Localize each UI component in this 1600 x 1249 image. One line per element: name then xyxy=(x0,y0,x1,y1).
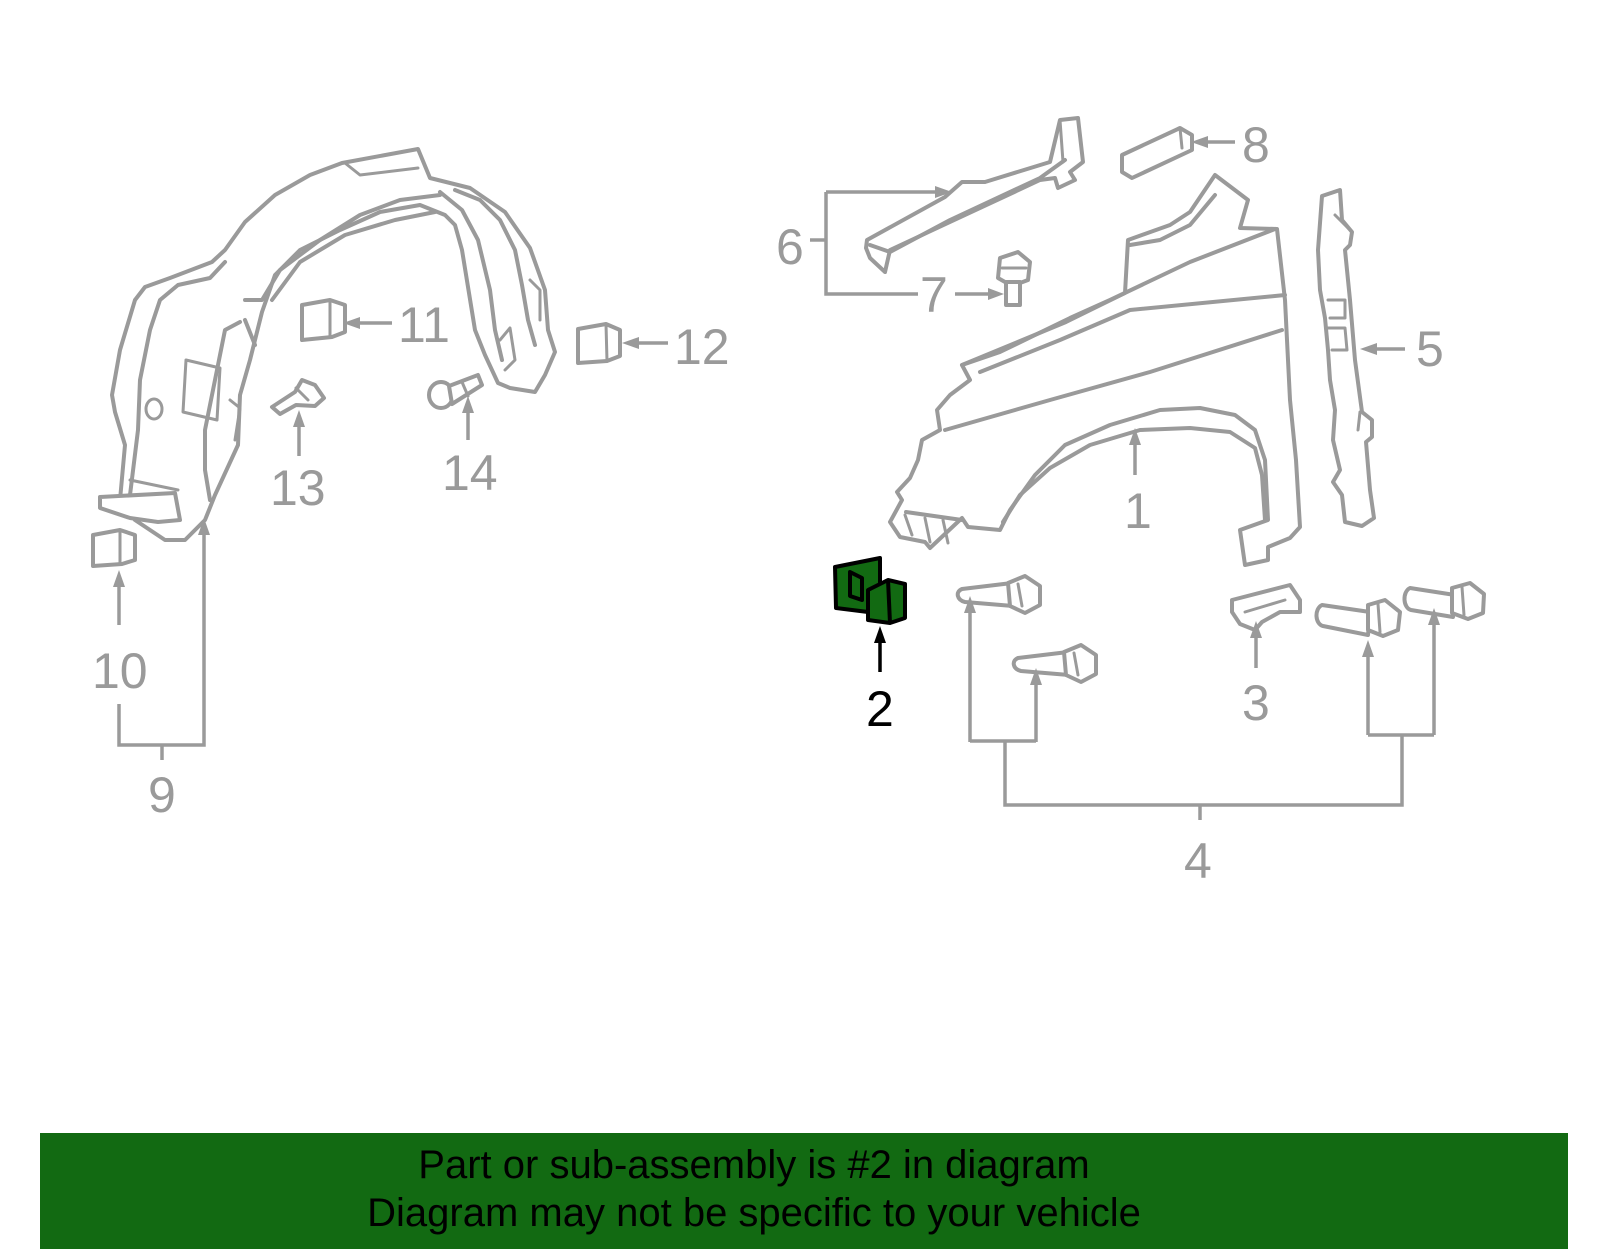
label-6: 6 xyxy=(776,219,804,275)
screw-clip-14 xyxy=(427,373,484,410)
clip-12 xyxy=(576,322,622,365)
label-10: 10 xyxy=(92,643,148,699)
fender-seal-5 xyxy=(1316,188,1376,528)
label-2[interactable]: 2 xyxy=(866,681,894,737)
label-9: 9 xyxy=(148,767,176,823)
bolt-4a xyxy=(955,574,1042,615)
bolt-7 xyxy=(996,250,1032,307)
clip-11 xyxy=(300,298,347,342)
label-12: 12 xyxy=(674,319,730,375)
label-1: 1 xyxy=(1124,483,1152,539)
bolt-4d xyxy=(1402,581,1486,621)
label-3: 3 xyxy=(1242,675,1270,731)
label-14: 14 xyxy=(442,445,498,501)
bolt-4b xyxy=(1011,643,1098,684)
push-clip-13 xyxy=(270,378,326,416)
callout-labels: 1 2 3 4 5 6 7 8 9 10 11 12 13 14 xyxy=(92,117,1444,889)
label-7: 7 xyxy=(920,267,948,323)
fender-liner xyxy=(98,147,557,542)
banner-line-1: Part or sub-assembly is #2 in diagram xyxy=(418,1143,1090,1187)
label-11: 11 xyxy=(398,297,450,353)
clip-2-highlighted[interactable] xyxy=(833,556,907,625)
extension-bracket-6 xyxy=(864,116,1085,274)
label-4: 4 xyxy=(1184,833,1212,889)
pad-8 xyxy=(1120,126,1194,180)
label-5: 5 xyxy=(1416,321,1444,377)
label-13: 13 xyxy=(270,460,326,516)
clip-10 xyxy=(91,528,137,568)
front-fender xyxy=(888,173,1302,567)
label-8: 8 xyxy=(1242,117,1270,173)
bolt-4c xyxy=(1314,598,1402,638)
banner-line-2: Diagram may not be specific to your vehi… xyxy=(367,1191,1141,1235)
bracket-3 xyxy=(1230,583,1302,632)
leader-lines xyxy=(113,136,1440,820)
info-banner: Part or sub-assembly is #2 in diagram Di… xyxy=(40,1133,1568,1249)
